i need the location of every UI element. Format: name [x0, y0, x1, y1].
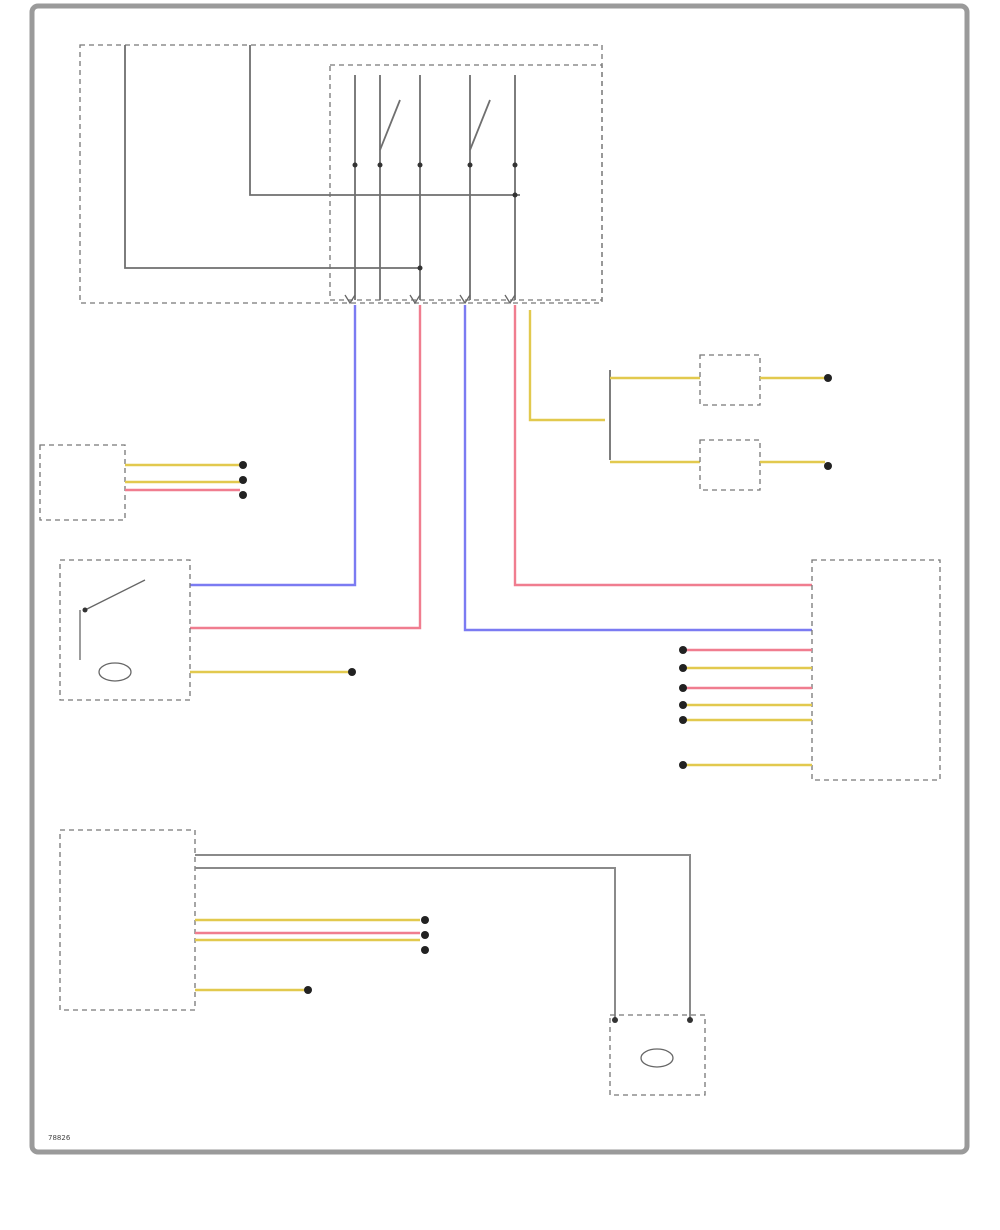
bottom-left-module: [59, 829, 691, 1020]
wire-blue-right: [463, 305, 812, 632]
right-control-module: [679, 559, 941, 781]
wire-red-right: [513, 305, 812, 587]
left-connector-upper: [39, 444, 247, 521]
upper-right-circuit: [609, 354, 832, 491]
switch-block-left: [59, 559, 356, 701]
wire-blue-left: [190, 305, 357, 587]
diagram-border: [29, 3, 970, 1155]
wire-yellow-fuse: [528, 310, 605, 422]
wire-red-left: [190, 305, 422, 630]
bottom-right-sensor: [609, 1014, 706, 1096]
diagram-id: 78826: [48, 1134, 71, 1142]
fuse-relay-box: [79, 44, 603, 305]
